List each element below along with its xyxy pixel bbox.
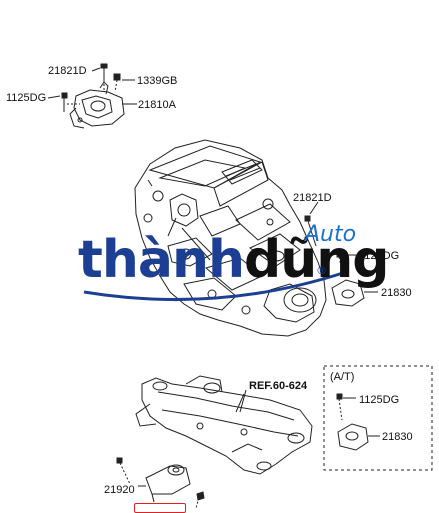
engine-drawing <box>134 139 327 337</box>
highlight-part-tag <box>134 503 186 513</box>
watermark-part1: thành <box>78 230 245 290</box>
label-ref: REF.60-624 <box>249 380 308 392</box>
label-at-mount: 21830 <box>382 431 413 443</box>
label-right-bolt: 1125DG <box>359 250 400 262</box>
watermark-registered: ® <box>316 264 327 277</box>
watermark-text: thànhdũng <box>78 230 390 290</box>
label-right-bolt-upper: 21821D <box>293 192 332 204</box>
right-mount-drawing <box>331 279 378 307</box>
label-top-bolt-upper: 21821D <box>48 65 87 77</box>
label-at-bolt: 1125DG <box>359 394 400 406</box>
bottom-mount-drawing <box>116 457 205 509</box>
watermark-part2: dũng <box>244 230 389 290</box>
watermark-arc <box>83 270 347 302</box>
subframe-drawing <box>135 375 313 475</box>
label-right-mount: 21830 <box>381 287 412 299</box>
watermark-sub: Auto <box>305 222 357 247</box>
right-bolt-drawing <box>304 201 319 247</box>
at-mount-drawing <box>336 393 380 451</box>
label-at-box-title: (A/T) <box>330 371 355 383</box>
label-bottom-bolt: 21920 <box>104 484 135 496</box>
label-top-nut: 1339GB <box>137 75 178 87</box>
top-bracket-drawing <box>61 63 125 129</box>
at-box <box>323 365 433 471</box>
watermark: thànhdũng Auto ® <box>78 222 390 306</box>
label-top-bolt-left: 1125DG <box>6 92 47 104</box>
label-top-bracket: 21810A <box>138 99 176 111</box>
